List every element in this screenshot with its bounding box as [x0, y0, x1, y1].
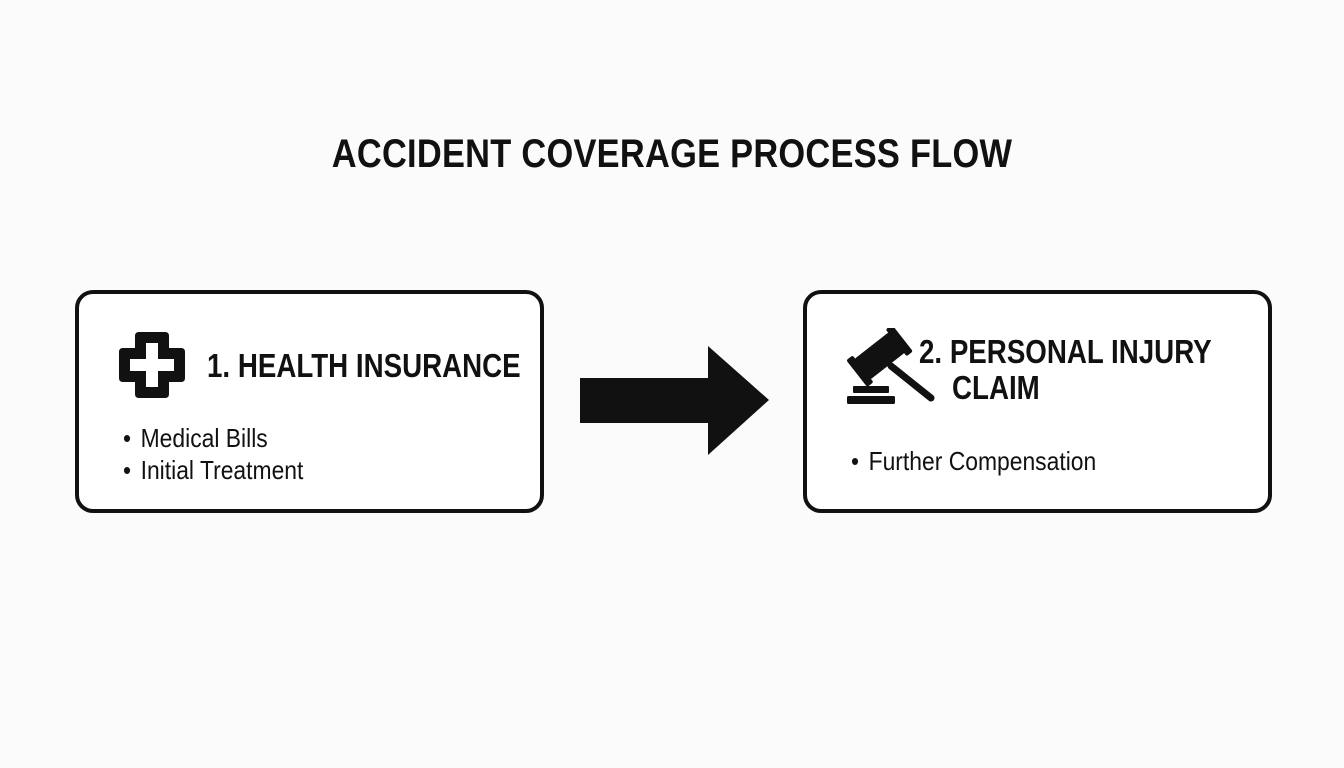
- step-heading-line-2: CLAIM: [952, 369, 1040, 406]
- step-box-health-insurance: 1. HEALTH INSURANCE •Medical Bills •Init…: [75, 290, 544, 513]
- step-bullet-list: •Further Compensation: [851, 445, 1130, 477]
- list-item: •Initial Treatment: [123, 455, 304, 485]
- list-item: •Further Compensation: [851, 446, 1097, 476]
- right-arrow-icon: [580, 346, 769, 455]
- step-heading: 1. HEALTH INSURANCE: [207, 347, 521, 384]
- gavel-icon: [847, 328, 935, 404]
- step-bullet-list: •Medical Bills •Initial Treatment: [123, 422, 328, 486]
- diagram-title: ACCIDENT COVERAGE PROCESS FLOW: [331, 132, 1013, 176]
- medical-cross-icon: [119, 332, 185, 398]
- list-item: •Medical Bills: [123, 423, 268, 453]
- step-heading-line-1: 2. PERSONAL INJURY: [919, 333, 1212, 370]
- step-box-personal-injury-claim: 2. PERSONAL INJURY CLAIM •Further Compen…: [803, 290, 1272, 513]
